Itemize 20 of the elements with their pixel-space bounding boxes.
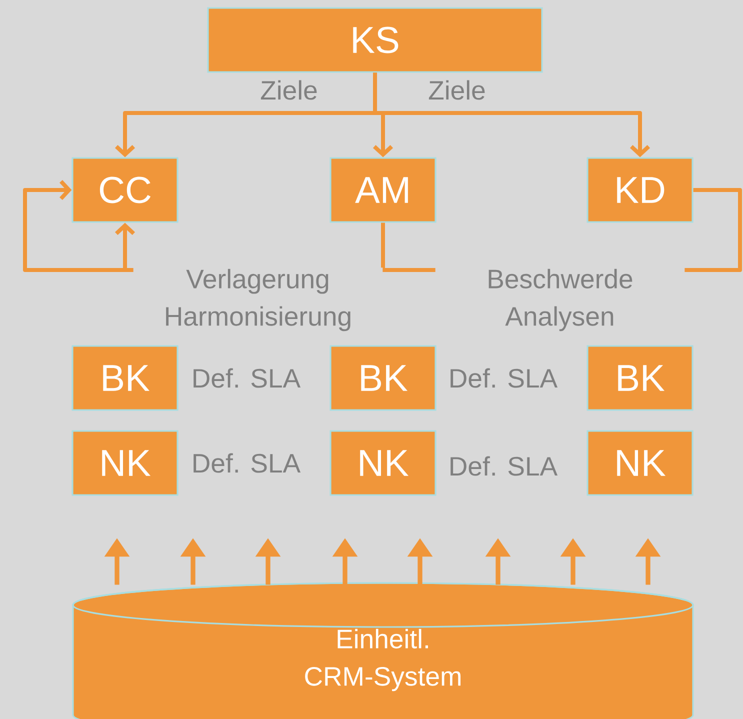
process-box: AM xyxy=(330,157,436,223)
process-box: BK xyxy=(586,345,694,411)
process-box: BK xyxy=(330,345,436,411)
process-box: KS xyxy=(207,7,543,73)
process-box: BK xyxy=(72,345,178,411)
process-box: KD xyxy=(586,157,694,223)
process-box: NK xyxy=(72,430,178,496)
sla-label: Def. SLA xyxy=(194,368,301,388)
sla-label: Def. SLA xyxy=(450,368,558,388)
arrow xyxy=(373,72,650,158)
database-cylinder: Einheitl. CRM-System xyxy=(72,582,694,719)
edge-label: Beschwerde Analysen xyxy=(435,268,685,332)
edge-label: Ziele xyxy=(258,78,320,102)
process-box: CC xyxy=(72,157,178,223)
sla-label: Def. SLA xyxy=(450,456,558,476)
sla-label: Def. SLA xyxy=(194,453,301,473)
process-box: NK xyxy=(330,430,436,496)
edge-label: Ziele xyxy=(426,78,488,102)
edge-label: Verlagerung Harmonisierung xyxy=(133,268,383,332)
process-box: NK xyxy=(586,430,694,496)
